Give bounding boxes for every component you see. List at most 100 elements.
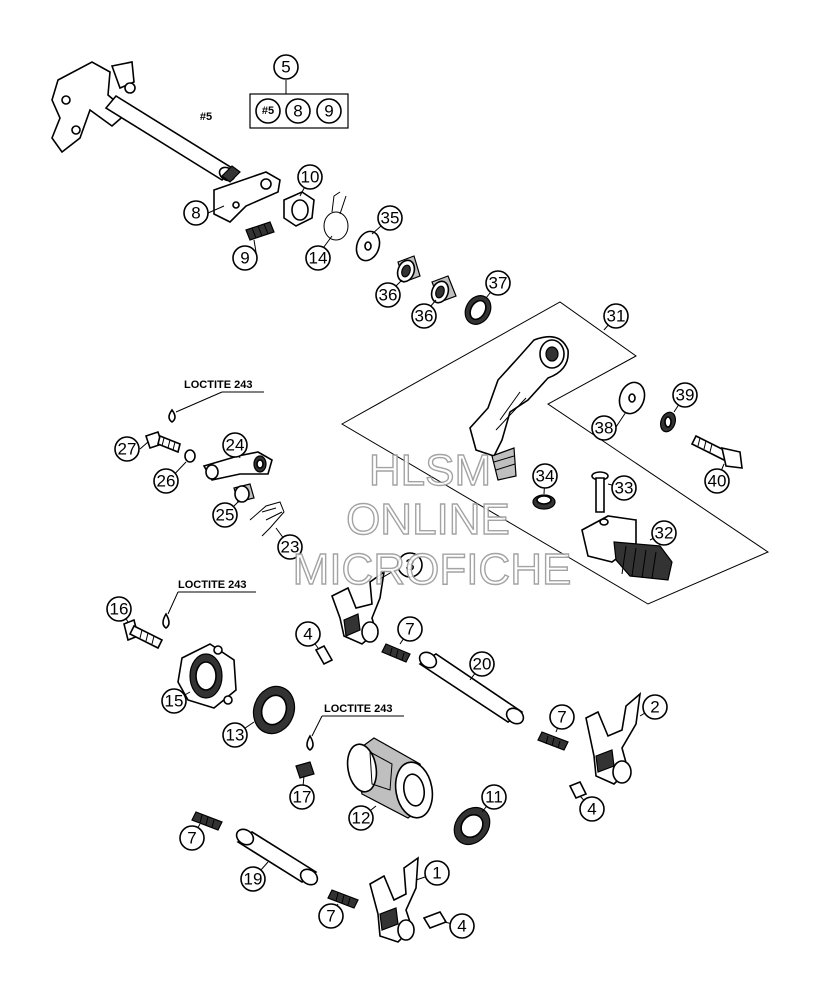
svg-text:39: 39 xyxy=(676,386,695,405)
svg-text:11: 11 xyxy=(485,788,503,807)
spring-14 xyxy=(323,191,349,241)
callout-20: 20 xyxy=(469,651,495,677)
watermark: HLSM ONLINE MICROFICHE xyxy=(292,445,572,594)
callout-3: 3 xyxy=(397,552,423,578)
loctite-note-1: LOCTITE 243 xyxy=(184,379,252,391)
pin-33 xyxy=(591,471,609,513)
callout-14: 14 xyxy=(305,245,331,271)
svg-text:MICROFICHE: MICROFICHE xyxy=(293,545,572,594)
callout-36b: 36 xyxy=(411,303,437,329)
shift-drum-12 xyxy=(346,737,434,819)
spring-7c xyxy=(191,811,223,831)
svg-text:8: 8 xyxy=(191,204,200,223)
callout-33: 33 xyxy=(611,475,637,501)
svg-text:23: 23 xyxy=(281,538,300,557)
callout-4b: 4 xyxy=(579,796,605,822)
washer-38 xyxy=(618,381,646,415)
svg-text:33: 33 xyxy=(615,479,634,498)
svg-text:19: 19 xyxy=(244,870,263,889)
shaft-label: #5 xyxy=(200,111,212,123)
shaft-19 xyxy=(235,828,319,886)
svg-text:34: 34 xyxy=(536,467,555,486)
callout-1: 1 xyxy=(424,860,450,886)
shift-lever-31 xyxy=(469,335,569,481)
svg-text:26: 26 xyxy=(157,472,176,491)
bolt-27 xyxy=(144,430,181,454)
svg-text:HLSM: HLSM xyxy=(369,446,491,495)
svg-text:3: 3 xyxy=(405,556,414,575)
svg-text:7: 7 xyxy=(326,907,335,926)
svg-text:5: 5 xyxy=(281,58,290,77)
svg-text:9: 9 xyxy=(240,249,249,268)
svg-text:7: 7 xyxy=(187,829,196,848)
svg-text:24: 24 xyxy=(226,436,245,455)
callout-19: 19 xyxy=(240,866,266,892)
svg-text:36: 36 xyxy=(415,307,434,326)
shaft-20 xyxy=(418,651,525,725)
callout-8-kit: 8 xyxy=(285,98,311,124)
callout-5-kit-shaft: #5 xyxy=(255,98,281,124)
bearing-11 xyxy=(453,806,491,846)
svg-text:17: 17 xyxy=(293,788,312,807)
loctite-note-3: LOCTITE 243 xyxy=(324,703,392,715)
svg-text:7: 7 xyxy=(405,620,414,639)
callout-11: 11 xyxy=(481,784,507,810)
shift-plate xyxy=(213,171,281,223)
svg-text:38: 38 xyxy=(595,419,614,438)
footpeg-32 xyxy=(581,515,673,581)
svg-text:8: 8 xyxy=(293,102,302,121)
callout-7a: 7 xyxy=(397,616,423,642)
spring-7d xyxy=(327,889,359,909)
callout-9: 9 xyxy=(232,245,258,271)
washer-26 xyxy=(184,449,196,463)
callout-12: 12 xyxy=(348,805,374,831)
svg-text:25: 25 xyxy=(216,506,235,525)
loctite-drop-3 xyxy=(306,734,314,751)
callout-34: 34 xyxy=(532,463,558,489)
callout-35: 35 xyxy=(377,205,403,231)
svg-text:36: 36 xyxy=(379,286,398,305)
callout-5: 5 xyxy=(273,54,299,80)
svg-text:10: 10 xyxy=(301,168,320,187)
callout-10: 10 xyxy=(297,164,323,190)
svg-text:4: 4 xyxy=(457,917,466,936)
ring-34 xyxy=(532,494,556,510)
shift-shaft xyxy=(51,61,241,183)
callout-24: 24 xyxy=(222,432,248,458)
svg-text:12: 12 xyxy=(352,809,371,828)
callout-8: 8 xyxy=(183,200,209,226)
svg-text:37: 37 xyxy=(489,274,508,293)
loctite-drop-1 xyxy=(168,408,176,423)
seal-37 xyxy=(464,295,492,325)
callout-9-kit: 9 xyxy=(316,98,342,124)
svg-text:20: 20 xyxy=(473,655,492,674)
shift-fork-2 xyxy=(585,692,642,785)
svg-text:2: 2 xyxy=(650,698,659,717)
svg-text:7: 7 xyxy=(557,708,566,727)
loctite-note-2: LOCTITE 243 xyxy=(178,579,246,591)
callout-26: 26 xyxy=(153,468,179,494)
lever-assembly-box xyxy=(340,301,770,605)
bearing-13 xyxy=(252,685,296,735)
callout-23: 23 xyxy=(277,534,303,560)
svg-text:#5: #5 xyxy=(262,105,274,117)
callout-40: 40 xyxy=(704,468,730,494)
svg-text:1: 1 xyxy=(432,864,441,883)
svg-text:16: 16 xyxy=(110,600,129,619)
svg-text:4: 4 xyxy=(303,625,312,644)
shift-fork-3 xyxy=(331,570,386,645)
callout-32: 32 xyxy=(651,520,677,546)
callout-31: 31 xyxy=(603,303,629,329)
bearing-36a xyxy=(396,255,421,283)
callout-4c: 4 xyxy=(449,913,475,939)
callout-27: 27 xyxy=(114,436,140,462)
bolt-40 xyxy=(690,434,743,469)
spring-9 xyxy=(245,221,275,241)
callout-37: 37 xyxy=(485,270,511,296)
callout-13: 13 xyxy=(222,722,248,748)
loctite-drop-2 xyxy=(162,612,170,629)
svg-text:4: 4 xyxy=(587,800,596,819)
roller-25 xyxy=(233,483,255,503)
svg-text:32: 32 xyxy=(655,524,674,543)
